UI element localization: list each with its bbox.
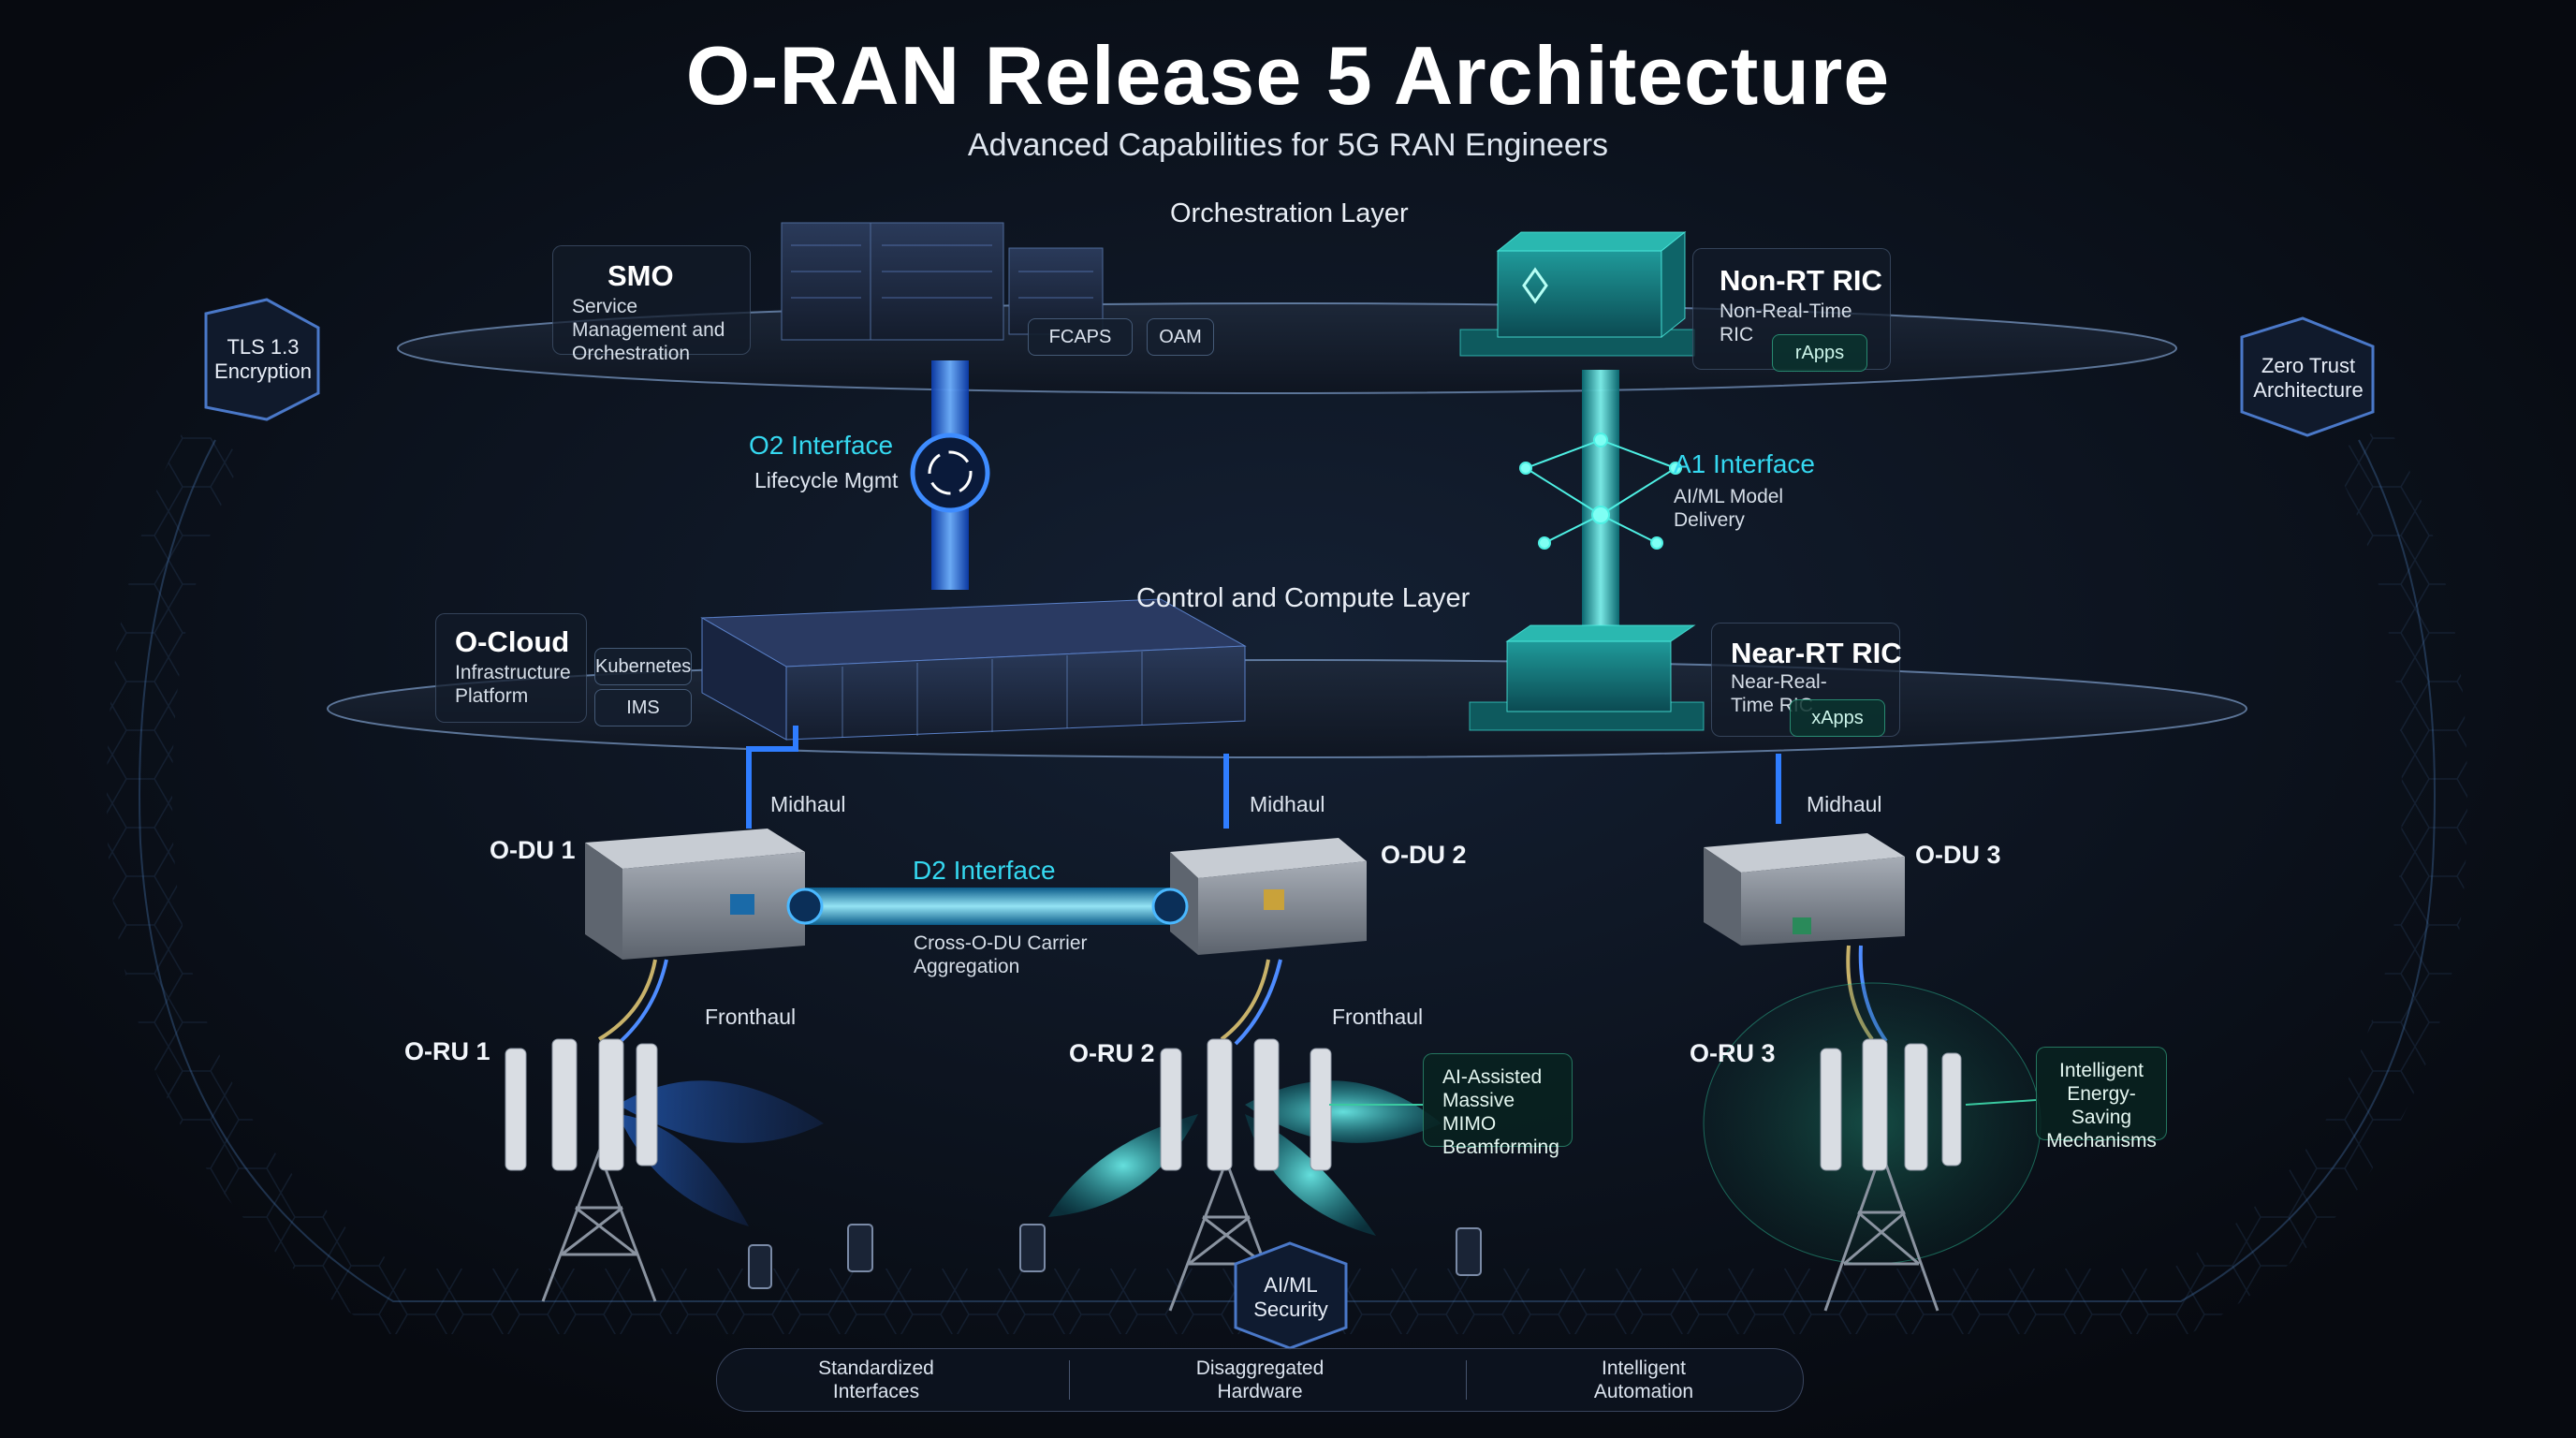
banner-item-automation: Intelligent Automation xyxy=(1593,1357,1694,1402)
energy-saving-callout: Intelligent Energy-Saving Mechanisms xyxy=(2036,1047,2167,1152)
o-du-3-graphic xyxy=(1704,833,1905,946)
orchestration-layer-label: Orchestration Layer xyxy=(1170,198,1409,228)
o-ru-3-label: O-RU 3 xyxy=(1690,1039,1776,1067)
aiml-security-badge-shape xyxy=(1234,1241,1348,1350)
smo-card: SMO Service Management and Orchestration xyxy=(552,245,751,364)
midhaul-label-1: Midhaul xyxy=(770,792,846,816)
o-cloud-servers-graphic xyxy=(700,598,1247,741)
o-cloud-card: O-Cloud Infrastructure Platform xyxy=(435,613,587,723)
banner-item-standardized: Standardized Interfaces xyxy=(818,1357,934,1402)
oam-tag: OAM xyxy=(1147,318,1214,356)
midhaul-link-1 xyxy=(746,726,798,829)
near-rt-ric-graphic xyxy=(1469,624,1705,731)
o-ru-3-antennas xyxy=(1820,1038,1962,1171)
ims-tag: IMS xyxy=(594,689,692,726)
near-rt-ric-title: Near-RT RIC xyxy=(1731,637,1902,669)
o-ru-2-label: O-RU 2 xyxy=(1069,1039,1155,1067)
banner-item-disaggregated: Disaggregated Hardware xyxy=(1195,1357,1325,1402)
capabilities-banner: Standardized Interfaces Disaggregated Ha… xyxy=(716,1348,1804,1412)
smo-servers-graphic xyxy=(781,222,1104,341)
o-du-1-label: O-DU 1 xyxy=(490,836,576,864)
xapps-tag: xApps xyxy=(1790,699,1885,737)
zero-trust-badge: Zero Trust Architecture xyxy=(2253,354,2364,402)
fronthaul-label-2: Fronthaul xyxy=(1332,1005,1424,1029)
d2-interface-link xyxy=(805,888,1170,925)
midhaul-label-3: Midhaul xyxy=(1807,792,1882,816)
o-ru-1-antennas xyxy=(505,1038,658,1171)
midhaul-label-2: Midhaul xyxy=(1250,792,1325,816)
d2-interface-desc: Cross-O-DU Carrier Aggregation xyxy=(914,932,1088,977)
non-rt-ric-desc: Non-Real-Time RIC xyxy=(1720,301,1852,345)
banner-divider xyxy=(1069,1360,1070,1400)
a1-interface-desc: AI/ML Model Delivery xyxy=(1674,486,1784,531)
d2-interface-label: D2 Interface xyxy=(913,856,1056,885)
o-cloud-title: O-Cloud xyxy=(455,625,570,658)
a1-interface-label: A1 Interface xyxy=(1674,449,1815,478)
mimo-callout: AI-Assisted Massive MIMO Beamforming xyxy=(1423,1053,1573,1158)
rapps-tag: rApps xyxy=(1772,334,1867,372)
tls-badge: TLS 1.3 Encryption xyxy=(214,335,312,383)
smo-title: SMO xyxy=(607,259,674,292)
fronthaul-label-1: Fronthaul xyxy=(705,1005,797,1029)
page-title: O-RAN Release 5 Architecture xyxy=(685,29,1891,122)
o-du-3-label: O-DU 3 xyxy=(1915,841,2001,869)
o-du-2-graphic xyxy=(1170,838,1367,955)
non-rt-ric-title: Non-RT RIC xyxy=(1720,264,1882,297)
kubernetes-tag: Kubernetes xyxy=(594,648,692,685)
fcaps-tag: FCAPS xyxy=(1028,318,1133,356)
control-layer-label: Control and Compute Layer xyxy=(1136,583,1471,613)
o2-interface-desc: Lifecycle Mgmt xyxy=(754,468,899,492)
o2-interface-label: O2 Interface xyxy=(749,431,894,460)
smo-desc: Service Management and Orchestration xyxy=(572,296,725,364)
o-ru-2-antennas xyxy=(1160,1038,1332,1171)
zero-trust-badge-shape xyxy=(2240,316,2375,437)
o-du-2-label: O-DU 2 xyxy=(1381,841,1467,869)
tls-badge-shape xyxy=(204,298,320,421)
ai-network-graphic xyxy=(1519,433,1682,550)
fronthaul-cable-2 xyxy=(1220,959,1270,1041)
o-ru-1-label: O-RU 1 xyxy=(404,1037,490,1065)
aiml-security-badge: AI/ML Security xyxy=(1253,1273,1328,1321)
o-cloud-desc: Infrastructure Platform xyxy=(455,662,571,707)
banner-divider xyxy=(1466,1360,1467,1400)
fronthaul-cable-1 xyxy=(597,959,657,1041)
non-rt-ric-cube-graphic xyxy=(1459,230,1695,357)
o-du-1-graphic xyxy=(585,829,805,960)
user-devices xyxy=(748,1224,1482,1289)
page-subtitle: Advanced Capabilities for 5G RAN Enginee… xyxy=(967,127,1609,163)
